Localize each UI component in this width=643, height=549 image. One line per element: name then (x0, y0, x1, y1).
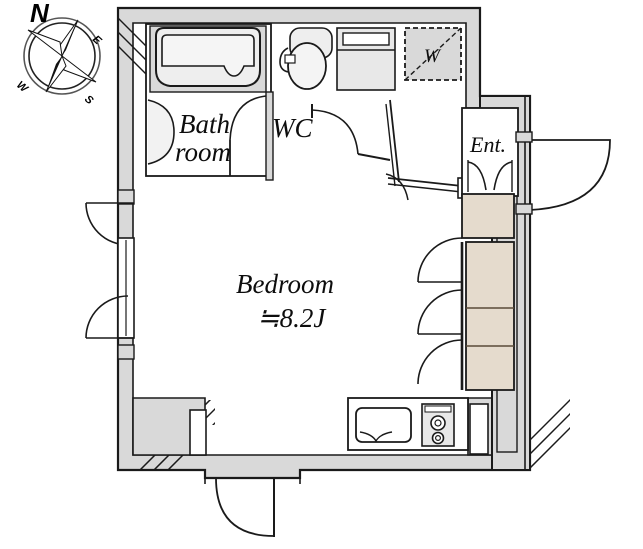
closet-door-arc-1 (417, 237, 463, 283)
closet-group (417, 193, 515, 391)
entrance-door-arc-right (493, 161, 513, 191)
front-door-arc (529, 139, 611, 211)
front-door-jamb-bottom (515, 203, 533, 215)
stove-burner-large-inner (434, 419, 442, 427)
bathroom-door-arc (229, 95, 267, 141)
bathroom-label-line2: room (175, 137, 231, 167)
wc-door-arc (311, 109, 359, 155)
wall-hatch-bottom-right (492, 395, 570, 470)
pillar-slot-left (189, 409, 207, 456)
closet-main (465, 241, 515, 391)
kitchen-group (347, 397, 469, 451)
bathroom-basin (147, 99, 175, 165)
washer-space-group: W (404, 27, 462, 81)
kitchen-sink-basin (355, 407, 412, 443)
bottom-door-arc (215, 477, 275, 537)
compass-rose: N E S W (14, 0, 104, 107)
entrance-door-arc-left (467, 161, 487, 191)
folding-door-panel-b (387, 177, 463, 187)
entrance-label: Ent. (469, 132, 506, 157)
compass-point-sw-light (45, 54, 67, 93)
front-door-jamb-top (515, 131, 533, 143)
entrance-outline (461, 107, 519, 197)
bathroom-label-line1: Bath (179, 109, 230, 139)
bathroom-group: Bath room (145, 23, 274, 181)
toilet-supply-pipe (279, 47, 289, 73)
vanity-basin (342, 32, 390, 46)
stove-control-panel (424, 405, 452, 413)
bathroom-wc-partition (265, 91, 274, 181)
wc-door-leaf (357, 153, 391, 161)
folding-door-panel-a2 (385, 103, 396, 187)
compass-label-west: W (14, 79, 31, 96)
folding-door-panel-a (389, 99, 400, 183)
stove-burner-small-inner (435, 435, 442, 442)
wall-hatch-top-left (118, 8, 160, 119)
compass-point-nw-light (27, 29, 63, 58)
kitchen-sink-drain (359, 431, 393, 443)
stove-burner-small (431, 431, 445, 445)
bathtub-inner (161, 34, 255, 77)
closet-door-arc-2 (417, 289, 463, 335)
washer-label: W (424, 46, 442, 67)
entrance-group: Ent. (461, 107, 611, 215)
bedroom-area-label: ≒8.2J (257, 303, 327, 333)
window-jamb-top-1 (117, 189, 135, 205)
wc-label: WC (272, 113, 313, 143)
closet-door-arc-3 (417, 339, 463, 385)
folding-door-panel-b2 (387, 183, 463, 193)
bottom-door-group (204, 470, 301, 537)
shoe-cabinet (461, 193, 515, 239)
stove-burner-large (430, 415, 446, 431)
window-jamb-bottom-1 (117, 344, 135, 360)
hall-door-arc (385, 173, 409, 201)
compass-label-south: S (82, 93, 96, 107)
bedroom-group: Bedroom ≒8.2J (85, 189, 334, 360)
toilet-fitting (284, 54, 296, 64)
wc-group: WC (272, 27, 396, 161)
bedroom-label: Bedroom (236, 269, 334, 299)
window-arc-lower (85, 295, 134, 339)
compass-label-north: N (30, 0, 50, 28)
pillar-slot-right (469, 403, 489, 455)
toilet-bowl (287, 42, 327, 90)
washer-space-diagonal (404, 27, 462, 81)
